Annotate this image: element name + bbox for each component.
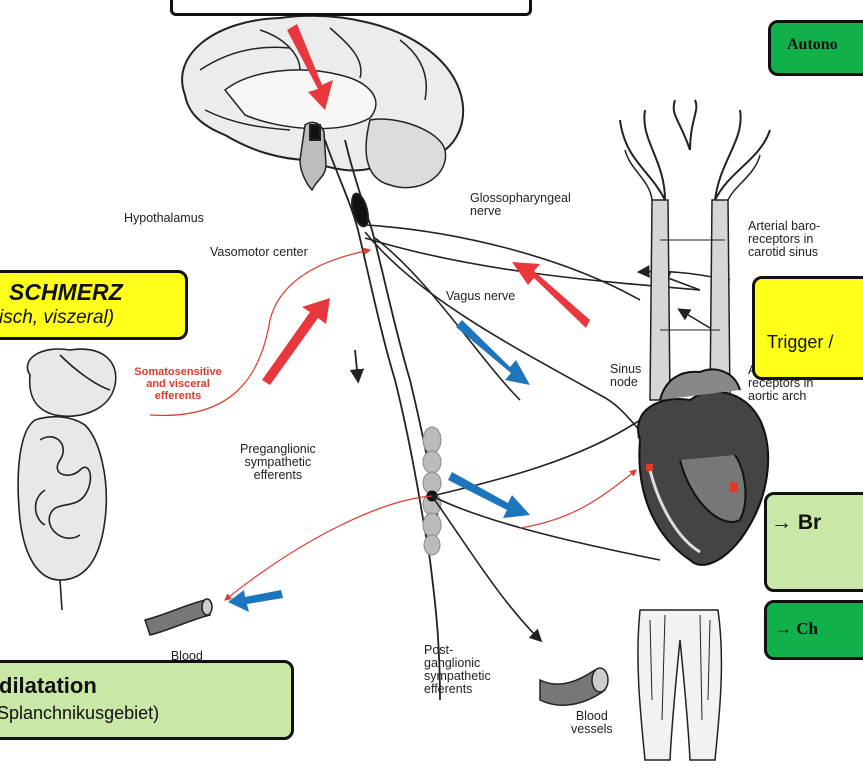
trigger-box: Trigger / bbox=[752, 276, 863, 380]
autonomic-box: Autono bbox=[768, 20, 863, 76]
top-header-box bbox=[170, 0, 532, 16]
spinal-cord bbox=[325, 140, 440, 700]
dilatation-subtitle: Splanchnikusgebiet) bbox=[0, 703, 159, 724]
trigger-text: Trigger / bbox=[767, 332, 833, 353]
blood-vessels-right-label: Blood vessels bbox=[571, 710, 613, 736]
bradykardie-box: → Br bbox=[764, 492, 863, 592]
schmerz-title: SCHMERZ bbox=[9, 279, 123, 306]
chrono-text: → Ch bbox=[775, 619, 818, 639]
autonomic-text: Autono bbox=[787, 36, 838, 54]
preganglionic-label: Preganglionic sympathetic efferents bbox=[240, 443, 316, 482]
blood-vessel-right bbox=[540, 668, 608, 705]
dilatation-title: dilatation bbox=[0, 673, 97, 699]
blood-vessel-left bbox=[145, 599, 212, 635]
bradykardie-text: → Br bbox=[771, 511, 821, 535]
vagus-label: Vagus nerve bbox=[446, 290, 515, 303]
somatosensitive-label: Somatosensitive and visceral efferents bbox=[118, 366, 238, 402]
schmerz-box: SCHMERZ isch, viszeral) bbox=[0, 270, 188, 340]
intestines-illustration bbox=[18, 349, 116, 610]
chrono-box: → Ch bbox=[764, 600, 863, 660]
glossopharyngeal-label: Glossopharyngeal nerve bbox=[470, 192, 571, 218]
sinus-node-label: Sinus node bbox=[610, 363, 641, 389]
postganglionic-label: Post- ganglionic sympathetic efferents bbox=[424, 644, 491, 696]
dilatation-box: dilatation Splanchnikusgebiet) bbox=[0, 660, 294, 740]
hypothalamus-label: Hypothalamus bbox=[124, 212, 204, 225]
legs-illustration bbox=[638, 610, 722, 760]
carotid-baroreceptors-label: Arterial baro- receptors in carotid sinu… bbox=[748, 220, 820, 259]
vasomotor-center-label: Vasomotor center bbox=[210, 246, 308, 259]
schmerz-subtitle: isch, viszeral) bbox=[0, 307, 114, 329]
